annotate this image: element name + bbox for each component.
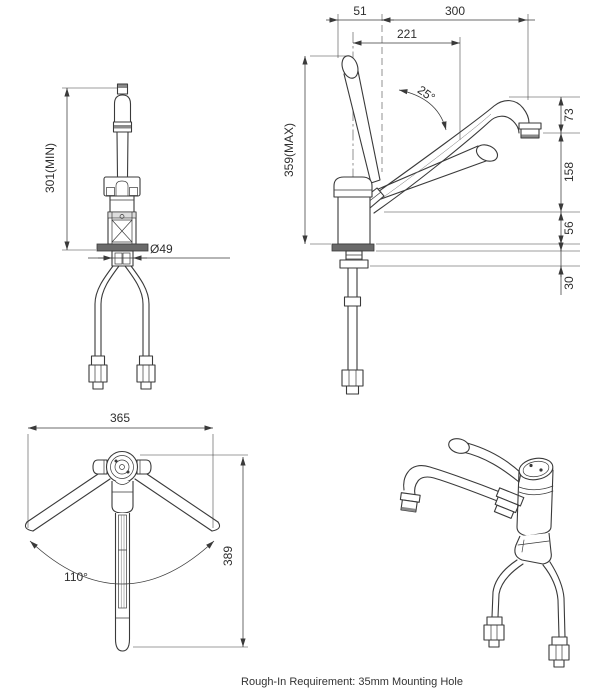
faucet-body-side <box>337 196 371 245</box>
hose-fitting <box>548 644 570 661</box>
front-faucet <box>88 83 156 390</box>
spout-swing-left <box>24 469 111 532</box>
top-dim-overall-depth: 389 <box>133 454 248 648</box>
dim-max-height: 359(MAX) <box>282 123 296 177</box>
lever-raised <box>341 55 381 184</box>
perspective-body <box>516 457 554 537</box>
side-dim-top-chain: 51 300 221 <box>326 4 535 172</box>
perspective-joint <box>493 487 525 519</box>
perspective-lever <box>448 438 522 483</box>
locknut <box>339 259 369 269</box>
hose-fitting <box>136 364 156 383</box>
below-deck-assembly <box>339 250 369 395</box>
spout-outlet <box>518 122 542 139</box>
dim-lever-angle: 25° <box>415 83 438 105</box>
hose-fitting <box>88 364 108 383</box>
dim-deck-thickness: 30 <box>562 276 576 290</box>
valve-yoke <box>107 211 137 245</box>
dim-rear-offset: 51 <box>353 4 367 18</box>
lever-cap <box>116 83 129 95</box>
side-view: 51 300 221 359(MAX) <box>282 4 580 395</box>
lever-plan <box>114 513 131 652</box>
perspective-spout <box>399 465 525 519</box>
dim-min-height: 301(MIN) <box>43 143 57 193</box>
cartridge-head <box>333 176 373 198</box>
lever-forward <box>375 144 499 200</box>
dim-base-diameter: Ø49 <box>150 242 173 256</box>
perspective-mounting <box>514 532 552 565</box>
front-view: 301(MIN) <box>43 83 230 390</box>
dim-swing-width: 365 <box>110 411 130 425</box>
deck-flange <box>331 243 375 252</box>
hose-fitting <box>341 369 364 387</box>
faucet-body <box>109 195 135 213</box>
spout-swing-right <box>134 469 221 532</box>
dim-swivel-angle: 110° <box>64 570 88 584</box>
side-dim-max-height: 359(MAX) <box>282 55 347 245</box>
front-dim-min-height: 301(MIN) <box>43 87 117 251</box>
top-view: 365 <box>24 411 248 652</box>
plan-faucet: 110° <box>24 450 221 652</box>
hose-fitting <box>483 624 505 641</box>
dim-overall-depth: 389 <box>221 546 235 566</box>
side-dim-right-chain: 73 158 56 30 <box>370 96 580 295</box>
base-flange <box>96 243 149 252</box>
body-plan <box>92 450 152 484</box>
dim-base-height: 56 <box>562 221 576 235</box>
perspective-outlet <box>399 492 421 513</box>
rough-in-note: Rough-In Requirement: 35mm Mounting Hole <box>241 676 463 688</box>
top-dim-swing-width: 365 <box>27 411 214 528</box>
handle-base <box>103 176 141 197</box>
perspective-hoses <box>483 559 570 668</box>
dim-lever-length: 221 <box>397 27 417 41</box>
front-dim-base-diameter: Ø49 <box>88 242 230 261</box>
dim-spout-reach: 300 <box>445 4 465 18</box>
perspective-view <box>399 438 570 668</box>
side-faucet: 25° <box>331 32 542 395</box>
dim-spout-height: 158 <box>562 162 576 182</box>
side-dim-lever-angle: 25° <box>398 83 447 131</box>
dim-outlet-drop: 73 <box>562 108 576 122</box>
supply-hoses <box>88 265 156 390</box>
top-dim-swivel-angle: 110° <box>29 540 215 585</box>
